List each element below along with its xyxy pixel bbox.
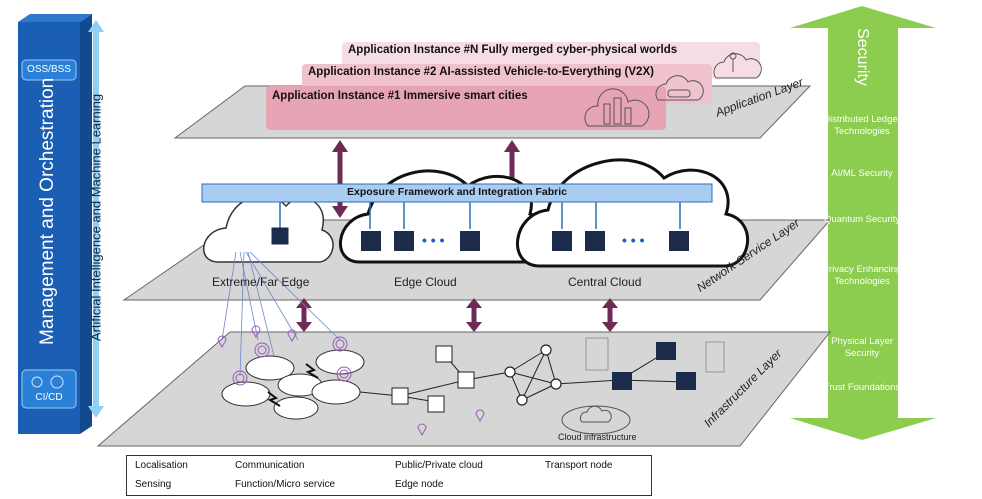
localisation-icons xyxy=(217,325,485,437)
security-item-aiml: AI/ML Security xyxy=(831,168,893,179)
exposure-fabric-label: Exposure Framework and Integration Fabri… xyxy=(347,186,567,198)
oss-bss-box xyxy=(21,59,77,81)
central-dots: • • • xyxy=(622,232,645,248)
far-edge-label: Extreme/Far Edge xyxy=(212,275,310,289)
legend-function-micro-service: Function/Micro service xyxy=(235,479,336,490)
transport-nodes xyxy=(504,344,562,406)
far-edge-links xyxy=(221,251,341,377)
server-racks xyxy=(585,337,725,373)
communication-icons xyxy=(232,336,352,386)
legend-edge-node: Edge node xyxy=(395,479,444,490)
arrows-network-infra xyxy=(296,298,618,332)
legend-public-private-cloud: Public/Private cloud xyxy=(395,460,483,471)
vehicle-icon xyxy=(655,75,704,101)
app-instance-n-label: Application Instance #N Fully merged cyb… xyxy=(348,44,678,56)
app-instance-2-label: Application Instance #2 AI-assisted Vehi… xyxy=(308,66,654,78)
security-item-trust: Trust Foundations xyxy=(823,382,901,393)
lightning-icons xyxy=(267,363,319,407)
edge-dots: • • • xyxy=(422,232,445,248)
central-cloud-label: Central Cloud xyxy=(568,275,642,289)
edge-cloud-label: Edge Cloud xyxy=(394,275,457,289)
radio-cells xyxy=(221,349,365,420)
edge-nodes xyxy=(391,345,475,413)
infrastructure-plane xyxy=(96,331,832,447)
security-item-quantum: Quantum Security xyxy=(823,214,901,225)
micro-service-boxes xyxy=(271,227,691,253)
gear-icon xyxy=(50,375,64,389)
security-item-pet: Privacy Enhancing Technologies xyxy=(822,264,902,287)
fabric-connectors xyxy=(279,202,681,230)
ci-cd-icon xyxy=(31,376,43,388)
ai-ml-label: Artificial Intelligence and Machine Lear… xyxy=(88,93,104,342)
far-edge-cloud xyxy=(202,195,334,263)
ai-ml-arrow-bottom xyxy=(88,406,104,418)
security-title: Security xyxy=(854,28,871,86)
management-panel-top xyxy=(18,14,92,22)
smart-city-icon xyxy=(584,88,650,127)
oss-bss-label: OSS/BSS xyxy=(27,64,71,75)
legend-localisation: Localisation xyxy=(135,460,188,471)
management-panel xyxy=(18,22,80,434)
management-panel-side xyxy=(80,14,92,434)
app-instance-1-card xyxy=(266,86,666,130)
legend-sensing: Sensing xyxy=(135,479,172,490)
legend-communication: Communication xyxy=(235,460,305,471)
security-arrow xyxy=(790,6,936,440)
ai-ml-arrow-top xyxy=(88,20,104,32)
ci-cd-label: CI/CD xyxy=(35,392,63,403)
exposure-fabric-bar xyxy=(201,183,713,203)
cyber-physical-icon xyxy=(713,52,762,79)
cloud-infrastructure-icon xyxy=(561,405,631,435)
cloud-infrastructure-label: Cloud infrastructure xyxy=(558,432,637,442)
legend: Localisation Communication Public/Privat… xyxy=(126,455,652,496)
cloud-switches xyxy=(612,342,696,390)
security-item-dlt: Distributed Ledger Technologies xyxy=(823,114,901,137)
security-item-phy: Physical Layer Security xyxy=(831,336,893,359)
management-title: Management and Orchestration xyxy=(37,77,58,345)
legend-transport-node: Transport node xyxy=(545,460,613,471)
app-instance-1-label: Application Instance #1 Immersive smart … xyxy=(272,90,528,102)
